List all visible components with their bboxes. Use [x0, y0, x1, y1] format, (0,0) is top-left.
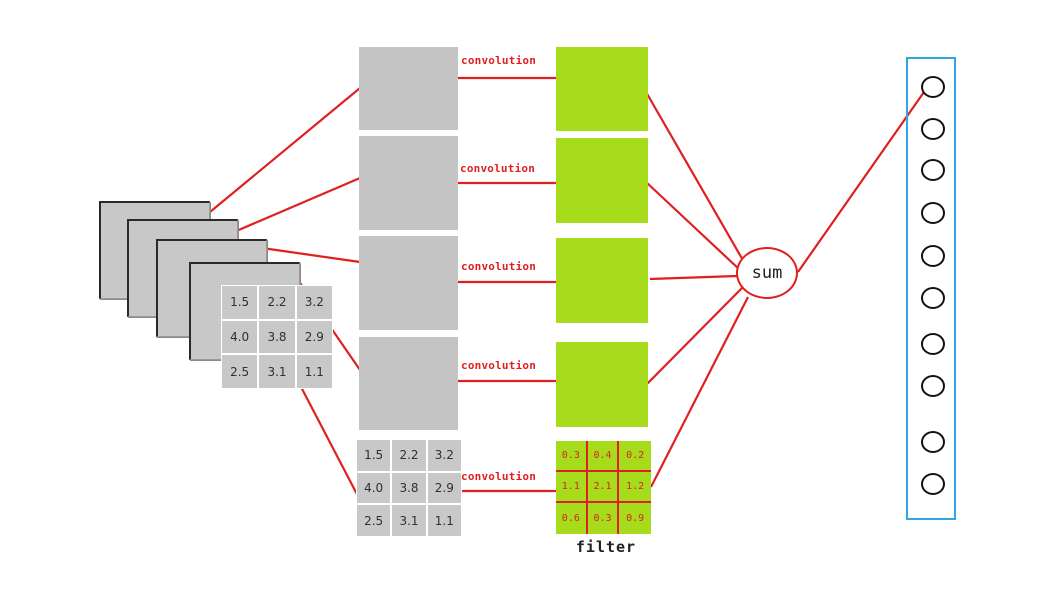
edge-filter2-sum	[645, 181, 741, 271]
filter-4	[556, 342, 648, 427]
feature-cell: 1.5	[355, 439, 392, 472]
feature-map-2	[359, 136, 458, 230]
feature-map-4	[359, 337, 458, 430]
edge-filter1-sum	[645, 91, 745, 263]
edge-filter3-sum	[649, 274, 738, 281]
edge-filter5-sum	[650, 296, 749, 488]
output-neuron	[921, 473, 945, 495]
input-cell: 4.0	[220, 319, 259, 355]
edge-page3-fmap3	[261, 246, 361, 264]
input-cell: 3.2	[295, 285, 333, 320]
filter-cell: 0.3	[588, 503, 620, 534]
feature-cell: 1.1	[426, 504, 462, 537]
convolution-label-3: convolution	[461, 260, 537, 273]
output-neuron	[921, 202, 945, 224]
output-layer	[906, 57, 956, 520]
filter-cell: 0.2	[619, 441, 651, 472]
input-cell: 2.5	[220, 354, 259, 389]
edge-sum-output	[797, 91, 925, 273]
edge-filter4-sum	[645, 287, 743, 386]
feature-matrix: 1.5 2.2 3.2 4.0 3.8 2.9 2.5 3.1 1.1	[355, 439, 462, 537]
feature-cell: 2.2	[391, 439, 427, 472]
input-cell: 2.9	[295, 319, 333, 355]
filter-2	[556, 138, 648, 223]
filter-matrix: 0.3 0.4 0.2 1.1 2.1 1.2 0.6 0.3 0.9	[556, 441, 651, 534]
input-cell: 3.1	[258, 354, 296, 389]
sum-node: sum	[736, 247, 798, 299]
convolution-label-1: convolution	[461, 54, 537, 67]
output-neuron	[921, 159, 945, 181]
output-neuron	[921, 118, 945, 140]
feature-cell: 3.1	[391, 504, 427, 537]
filter-cell: 1.2	[619, 472, 651, 503]
feature-cell: 2.9	[426, 471, 462, 505]
convolution-label-2: convolution	[460, 162, 536, 175]
sum-label: sum	[751, 263, 783, 283]
edge-page2-fmap2	[233, 176, 361, 234]
filter-cell: 1.1	[556, 472, 588, 503]
filter-cell: 2.1	[587, 472, 620, 503]
input-cell: 3.8	[258, 319, 296, 355]
input-cell: 1.5	[220, 285, 259, 320]
filter-cell: 0.4	[587, 441, 620, 472]
output-neuron	[921, 333, 945, 355]
feature-cell: 3.8	[391, 471, 427, 505]
convolution-label-4: convolution	[461, 359, 537, 372]
feature-cell: 2.5	[355, 504, 392, 537]
output-neuron	[921, 431, 945, 453]
filter-cell: 0.6	[556, 503, 588, 534]
convolution-label-5: convolution	[461, 470, 537, 483]
output-neuron	[921, 287, 945, 309]
input-cell: 1.1	[295, 354, 333, 389]
edge-page1-fmap1	[209, 87, 361, 213]
feature-map-1	[359, 47, 458, 130]
filter-3	[556, 238, 648, 323]
filter-cell: 0.3	[556, 441, 588, 472]
input-cell: 2.2	[258, 285, 296, 320]
filter-caption: filter	[575, 538, 637, 556]
feature-cell: 4.0	[355, 471, 392, 505]
feature-cell: 3.2	[426, 439, 462, 472]
input-matrix: 1.5 2.2 3.2 4.0 3.8 2.9 2.5 3.1 1.1	[220, 285, 333, 389]
filter-1	[556, 47, 648, 131]
feature-map-3	[359, 236, 458, 330]
output-neuron	[921, 375, 945, 397]
edge-grid-fmap5	[299, 384, 361, 501]
output-neuron	[921, 245, 945, 267]
output-neuron	[921, 76, 945, 98]
filter-cell: 0.9	[626, 513, 645, 524]
